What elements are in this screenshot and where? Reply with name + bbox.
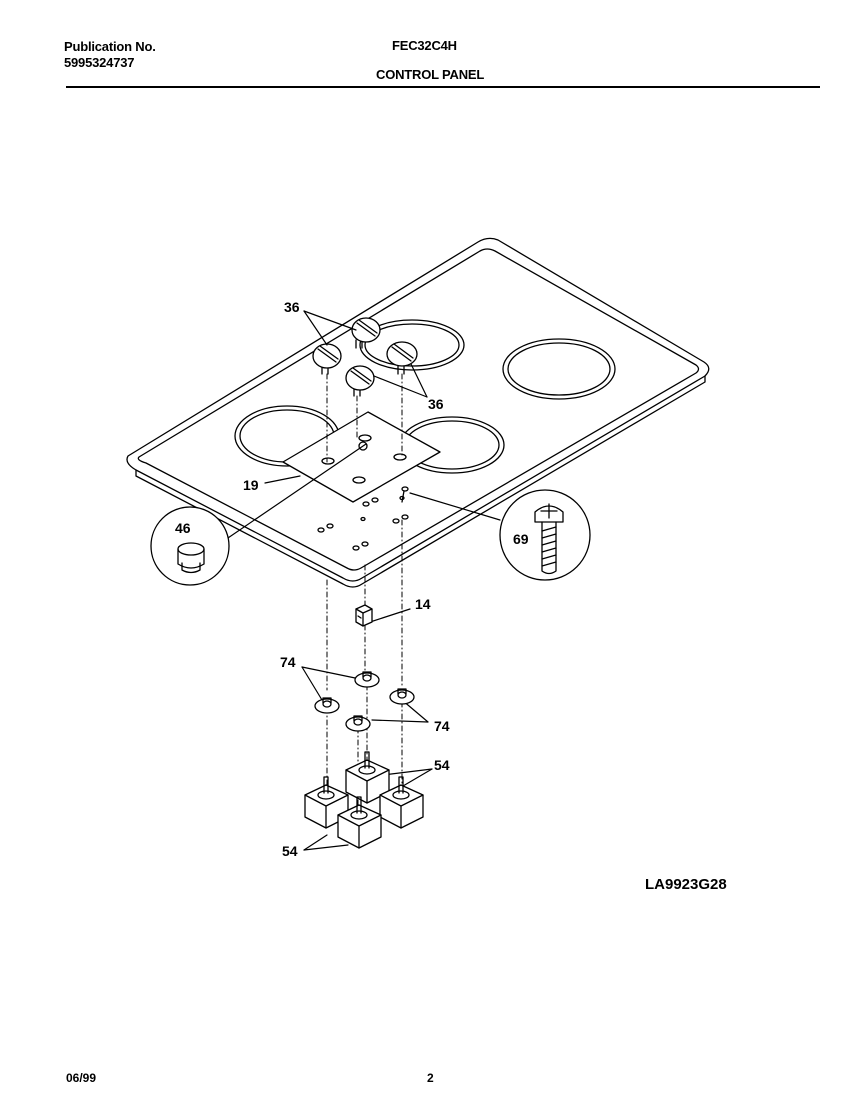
washer-4 xyxy=(345,715,371,732)
callout-19: 19 xyxy=(243,477,259,493)
callout-74-left: 74 xyxy=(280,654,296,670)
header-rule xyxy=(66,86,820,88)
control-knob-3 xyxy=(386,341,418,375)
page-number: 2 xyxy=(427,1071,434,1085)
switch-part xyxy=(355,604,373,627)
infinite-switch-4 xyxy=(337,796,382,849)
washer-1 xyxy=(354,671,380,688)
footer-date: 06/99 xyxy=(66,1071,97,1085)
leader-lines xyxy=(224,310,501,851)
washer-2 xyxy=(389,688,415,705)
control-panel-plate xyxy=(282,411,441,503)
callout-74-right: 74 xyxy=(434,718,450,734)
callout-36-top: 36 xyxy=(284,299,300,315)
burner-ring-rear-right xyxy=(502,338,616,400)
callout-14: 14 xyxy=(415,596,431,612)
callout-69: 69 xyxy=(513,531,529,547)
section-title: CONTROL PANEL xyxy=(376,67,485,82)
infinite-switch-2 xyxy=(379,776,424,829)
publication-label: Publication No. xyxy=(64,39,156,54)
control-knob-4 xyxy=(345,365,375,397)
callout-54-left: 54 xyxy=(282,843,298,859)
cooktop-panel xyxy=(126,237,710,588)
drawing-code: LA9923G28 xyxy=(645,876,727,893)
detail-circle-screw xyxy=(499,489,591,581)
control-knob-2 xyxy=(312,343,342,375)
infinite-switch-1 xyxy=(345,751,390,804)
model-number: FEC32C4H xyxy=(392,38,457,53)
control-knob-1 xyxy=(351,317,381,349)
publication-number: 5995324737 xyxy=(64,55,135,70)
washer-3 xyxy=(314,697,340,714)
panel-screw xyxy=(401,486,409,503)
panel-mount-holes xyxy=(317,495,409,551)
callout-36-right: 36 xyxy=(428,396,444,412)
callout-46: 46 xyxy=(175,520,191,536)
detail-circle-plug xyxy=(150,506,230,586)
callout-54-right: 54 xyxy=(434,757,450,773)
